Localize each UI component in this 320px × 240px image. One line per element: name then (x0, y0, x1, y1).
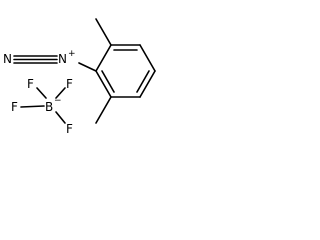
b-f-bond-lower-right (55, 111, 66, 124)
ring-bond-c4-c5-double (136, 70, 150, 93)
ring-bond-c1-c2 (95, 44, 112, 72)
methyl-bond-bottom (95, 96, 112, 124)
b-f-bond-upper-right (55, 87, 66, 99)
fluorine-upper-left-label: F (27, 77, 34, 91)
methyl-bond-top (95, 18, 112, 46)
b-f-bond-upper-left (36, 87, 47, 99)
chemical-structure-diagram: N N + F F F B − F (3, 18, 156, 136)
nitrogen-attached-label: N (58, 52, 67, 66)
fluorine-upper-right-label: F (66, 77, 73, 91)
nitrogen-terminal-label: N (3, 52, 12, 66)
benzene-ring (95, 44, 156, 98)
ring-bond-c3-c4 (139, 44, 156, 72)
diazonium-charge: + (68, 49, 76, 59)
b-f-bond-left (20, 105, 45, 108)
fluorine-lower-right-label: F (66, 122, 73, 136)
ring-to-diazonium-bond (78, 62, 97, 72)
fluorine-left-label: F (11, 100, 18, 114)
tetrafluoroborate-anion: F F F B − F (11, 77, 73, 136)
ring-bond-c4-c5 (139, 70, 156, 98)
diazonium-group: N N + (3, 49, 76, 66)
boron-label: B (45, 100, 53, 114)
ring-bond-c6-c1-double (101, 70, 115, 93)
boron-charge: − (54, 96, 62, 106)
ring-bond-c6-c1 (95, 70, 112, 98)
